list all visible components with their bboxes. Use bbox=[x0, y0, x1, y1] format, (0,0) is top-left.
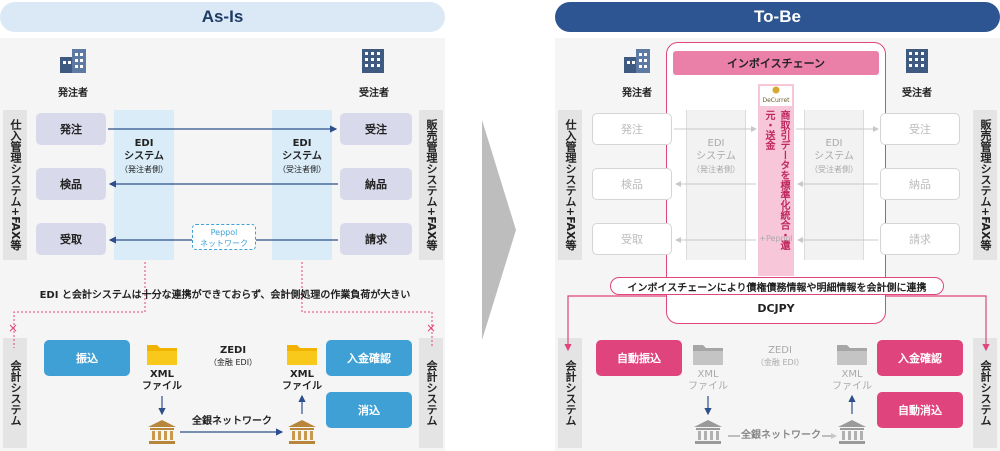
invoice-chain-header: インボイスチェーン bbox=[673, 51, 879, 75]
asis-bank-left-icon bbox=[148, 420, 176, 444]
tobe-receive-box: 受取 bbox=[592, 223, 672, 255]
tobe-receiver-label: 受注者 bbox=[902, 88, 932, 99]
asis-inspect-box: 検品 bbox=[36, 168, 106, 200]
tobe-xml-right-folder-icon bbox=[837, 345, 867, 365]
asis-left-account-bar: 会計システム bbox=[3, 338, 27, 448]
asis-header: As-Is bbox=[0, 2, 445, 32]
asis-accept-order-box: 受注 bbox=[340, 113, 412, 145]
transition-chevron-icon bbox=[482, 120, 516, 340]
asis-furikomi-box: 振込 bbox=[44, 340, 130, 376]
asis-zedi-label: ZEDI （金融 EDI） bbox=[208, 345, 258, 367]
tobe-edi-left-column bbox=[686, 110, 746, 260]
tobe-network-label: 全銀ネットワーク bbox=[741, 430, 821, 441]
asis-left-side-bar: 仕入管理システム+FAX等 bbox=[3, 110, 27, 260]
orderer-building-icon bbox=[60, 49, 86, 73]
tobe-bank-right-icon bbox=[838, 420, 866, 444]
tobe-zedi-label: ZEDI （金融 EDI） bbox=[755, 345, 805, 367]
asis-peppol-box: Peppol ネットワーク bbox=[192, 224, 256, 250]
tobe-dcjpy-label: DCJPY bbox=[757, 302, 795, 315]
asis-flow-arrows: × × bbox=[8, 125, 436, 436]
decurret-logo: DeCurret bbox=[760, 86, 792, 106]
tobe-receiver-building-icon bbox=[906, 49, 928, 73]
invoice-chain-vertical-text: 商取引データを標準化統合・還元・送金 bbox=[763, 110, 789, 250]
asis-deliver-box: 納品 bbox=[340, 168, 412, 200]
tobe-peppol-label: +Peppol bbox=[759, 234, 793, 243]
asis-receiver-label: 受注者 bbox=[359, 88, 389, 99]
asis-right-account-bar: 会計システム bbox=[419, 338, 443, 448]
tobe-orderer-label: 発注者 bbox=[622, 88, 652, 99]
asis-nyukin-box: 入金確認 bbox=[326, 340, 412, 376]
asis-invoice-box: 請求 bbox=[340, 223, 412, 255]
asis-right-account-label: 会計システム bbox=[425, 360, 438, 426]
tobe-xml-left-folder-icon bbox=[693, 345, 723, 365]
tobe-right-side-bar: 販売管理システム+FAX等 bbox=[973, 110, 997, 260]
asis-edi-left-label: EDI システム （発注者側） bbox=[120, 138, 168, 174]
asis-title: As-Is bbox=[201, 7, 244, 26]
tobe-edi-right-label: EDI システム （受注者側） bbox=[810, 138, 858, 174]
asis-xml-left-folder-icon bbox=[147, 345, 177, 365]
tobe-left-account-bar: 会計システム bbox=[558, 338, 582, 448]
tobe-left-side-bar: 仕入管理システム+FAX等 bbox=[558, 110, 582, 260]
tobe-deliver-box: 納品 bbox=[880, 168, 960, 200]
tobe-auto-keshikomi-box: 自動消込 bbox=[877, 392, 963, 428]
asis-edi-left-column bbox=[114, 110, 174, 260]
asis-right-side-label: 販売管理システム+FAX等 bbox=[425, 119, 438, 251]
tobe-orderer-building-icon bbox=[624, 49, 650, 73]
tobe-inspect-box: 検品 bbox=[592, 168, 672, 200]
tobe-right-account-bar: 会計システム bbox=[973, 338, 997, 448]
tobe-banner: インボイスチェーンにより債権債務情報や明細情報を会計側に連携 bbox=[610, 277, 944, 295]
tobe-edi-right-column bbox=[804, 110, 864, 260]
tobe-right-account-label: 会計システム bbox=[979, 360, 992, 426]
asis-left-broken-link bbox=[13, 262, 146, 348]
invoice-chain-core-column bbox=[758, 84, 794, 276]
asis-right-side-bar: 販売管理システム+FAX等 bbox=[419, 110, 443, 260]
asis-bank-right-icon bbox=[288, 420, 316, 444]
asis-left-x-mark: × bbox=[8, 321, 18, 335]
tobe-invoice-box: 請求 bbox=[880, 223, 960, 255]
tobe-accept-order-box: 受注 bbox=[880, 113, 960, 145]
tobe-title: To-Be bbox=[754, 7, 801, 26]
asis-note: EDI と会計システムは十分な連携ができておらず、会計側処理の作業負荷が大きい bbox=[39, 290, 411, 301]
asis-right-x-mark: × bbox=[426, 321, 436, 335]
tobe-auto-furikomi-box: 自動振込 bbox=[596, 340, 682, 376]
tobe-left-side-label: 仕入管理システム+FAX等 bbox=[564, 119, 577, 251]
asis-xml-right-folder-icon bbox=[287, 345, 317, 365]
tobe-edi-left-label: EDI システム （発注者側） bbox=[692, 138, 740, 174]
tobe-nyukin-box: 入金確認 bbox=[877, 340, 963, 376]
tobe-left-account-label: 会計システム bbox=[564, 360, 577, 426]
asis-left-account-label: 会計システム bbox=[9, 360, 22, 426]
asis-left-side-label: 仕入管理システム+FAX等 bbox=[9, 119, 22, 251]
asis-keshikomi-box: 消込 bbox=[326, 392, 412, 428]
asis-edi-right-label: EDI システム （受注者側） bbox=[278, 138, 326, 174]
asis-network-label: 全銀ネットワーク bbox=[192, 416, 272, 427]
asis-order-box: 発注 bbox=[36, 113, 106, 145]
tobe-order-box: 発注 bbox=[592, 113, 672, 145]
asis-edi-right-column bbox=[272, 110, 332, 260]
decurret-logo-mark-icon bbox=[772, 86, 780, 94]
tobe-header: To-Be bbox=[555, 2, 1000, 32]
asis-orderer-label: 発注者 bbox=[58, 88, 88, 99]
tobe-right-side-label: 販売管理システム+FAX等 bbox=[979, 119, 992, 251]
asis-right-broken-link bbox=[301, 262, 433, 348]
tobe-bank-left-icon bbox=[694, 420, 722, 444]
asis-receive-box: 受取 bbox=[36, 223, 106, 255]
receiver-building-icon bbox=[362, 49, 384, 73]
